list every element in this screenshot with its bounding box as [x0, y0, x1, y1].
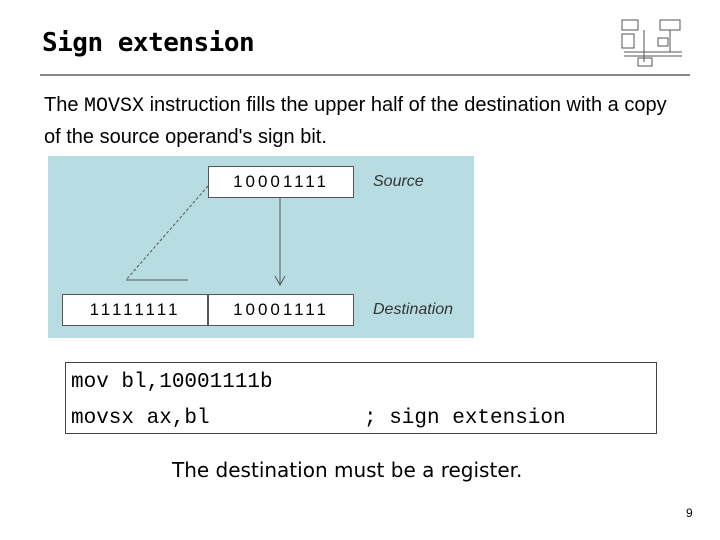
code-block: mov bl,10001111b movsx ax,bl ; sign exte… [65, 362, 657, 434]
title-rule [40, 74, 690, 76]
sign-bit-dashed-line [125, 185, 209, 281]
code-line-2-comment: ; sign extension [364, 407, 566, 430]
code-line-1: mov bl,10001111b [71, 371, 273, 394]
computer-architecture-logo [621, 19, 682, 67]
note-text: The destination must be a register. [172, 458, 523, 482]
intro-code: MOVSX [84, 95, 145, 118]
destination-upper-box: 11111111 [62, 294, 208, 326]
diagram-arrows [125, 185, 286, 287]
intro-post: instruction fills the upper half of the … [44, 94, 667, 148]
sign-extension-diagram: 10001111 Source 11111111 10001111 Destin… [48, 156, 474, 338]
intro-pre: The [44, 94, 85, 116]
slide-title: Sign extension [42, 28, 255, 58]
source-label: Source [373, 173, 424, 190]
code-line-2-instruction: movsx ax,bl [71, 407, 210, 430]
copy-arrow-head [274, 275, 286, 287]
source-register-box: 10001111 [208, 166, 354, 198]
destination-lower-box: 10001111 [208, 294, 354, 326]
intro-text: The MOVSX instruction fills the upper ha… [44, 90, 684, 152]
destination-label: Destination [373, 301, 454, 318]
page-number: 9 [686, 506, 693, 520]
